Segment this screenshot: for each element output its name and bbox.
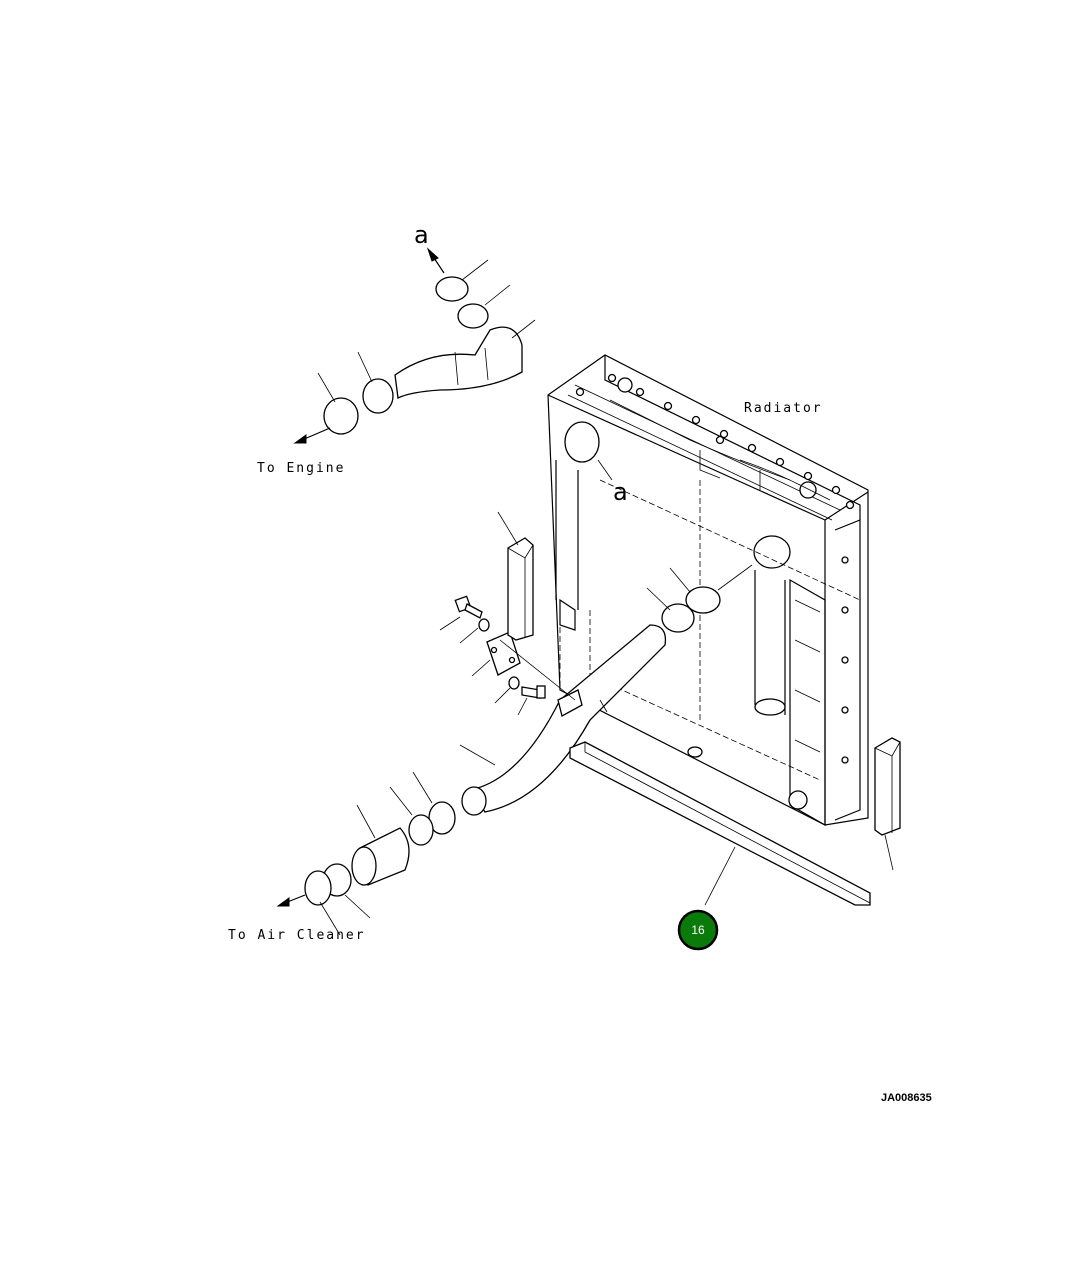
foam-seal	[507, 537, 534, 641]
callout-circle[interactable]	[677, 909, 719, 951]
hose-clamp-icon	[661, 603, 695, 633]
upper-hose-assembly	[293, 247, 536, 444]
lower-tube-assembly	[276, 459, 901, 936]
radiator-top-bolts	[575, 373, 855, 510]
hose-clamp-icon	[408, 814, 434, 846]
figure-id: JA008635	[881, 1092, 932, 1104]
foam-seal	[874, 737, 901, 836]
hose-clamp-icon	[304, 870, 332, 906]
hose-clamp-icon	[362, 378, 394, 414]
hose-clamp-icon	[323, 397, 359, 435]
to-air-cleaner-label: To Air Cleaner	[228, 928, 366, 943]
ref-a-top-label: a	[414, 221, 429, 249]
hose-clamp-icon	[457, 303, 489, 329]
radiator-label: Radiator	[744, 401, 823, 416]
hose-clamp-icon	[435, 276, 469, 302]
radiator-assembly	[547, 354, 869, 827]
callout-16-button[interactable]: 16	[677, 909, 719, 951]
hose-clamp-icon	[685, 586, 721, 614]
callout-number[interactable]: 16	[691, 923, 705, 937]
to-engine-label: To Engine	[257, 461, 345, 476]
ref-a-radiator-label: a	[613, 478, 628, 506]
